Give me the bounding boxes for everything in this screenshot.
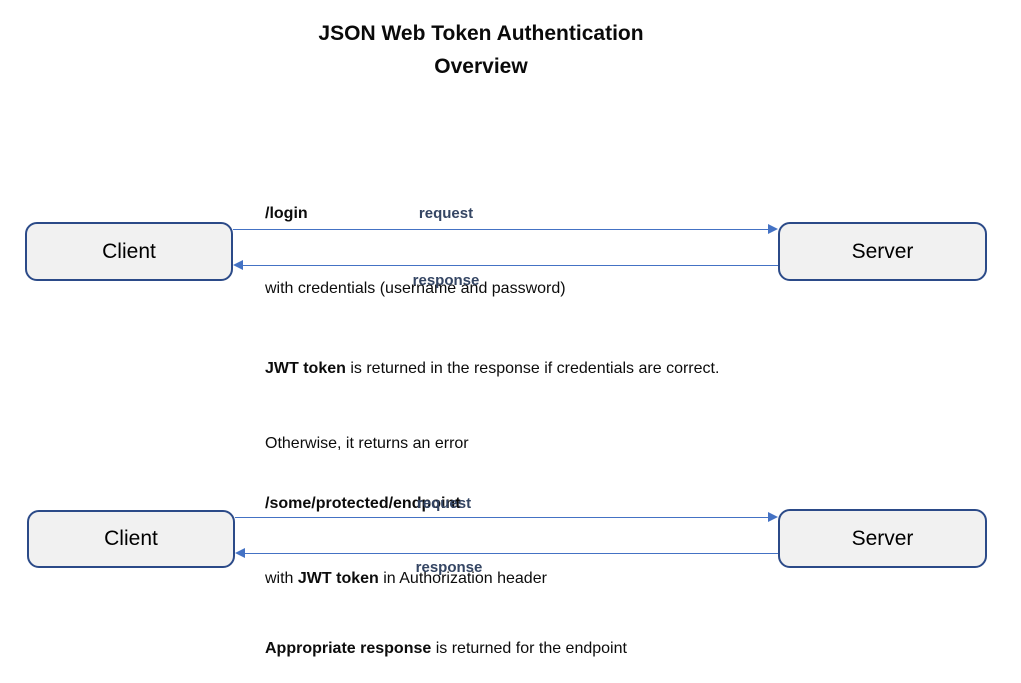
flow2-request-annotation: /some/protected/endpoint with JWT token … [265, 441, 547, 641]
flow2-response-arrow [235, 548, 778, 559]
flow1-response-label: response [412, 272, 480, 289]
flow2-request-label: request [416, 495, 472, 512]
flow1-server-label: Server [851, 239, 914, 263]
flow2-response-note: Appropriate response is returned for the… [265, 586, 627, 683]
flow2-endpoint-label: /some/protected/endpoint [265, 495, 461, 512]
flow1-server-box: Server [778, 222, 987, 281]
title-line-1: JSON Web Token Authentication [318, 22, 644, 45]
flow2-request-detail: with JWT token in Authorization header [265, 566, 547, 591]
flow1-request-arrow-shaft [233, 228, 770, 231]
flow1-request-annotation: /login with credentials (username and pa… [265, 151, 566, 351]
flow2-request-arrow-shaft [235, 516, 770, 519]
flow2-response-arrowhead-icon [235, 548, 245, 558]
flow1-response-arrow [233, 260, 778, 271]
flow1-client-label: Client [102, 239, 156, 263]
flow1-response-note-line1: JWT token is returned in the response if… [265, 356, 719, 381]
flow2-detail-bold: JWT token [297, 570, 379, 587]
flow2-request-arrow [235, 512, 778, 523]
flow2-request-arrowhead-icon [768, 512, 778, 522]
flow1-response-note: JWT token is returned in the response if… [265, 306, 719, 506]
flow1-response-note-line2: Otherwise, it returns an error [265, 435, 469, 452]
flow1-request-arrow [233, 224, 778, 235]
flow2-client-label: Client [104, 527, 158, 550]
flow1-request-arrowhead-icon [768, 224, 778, 234]
flow2-response-note-rest: is returned for the endpoint [431, 640, 627, 657]
title-line-2: Overview [434, 55, 528, 78]
flow2-response-arrow-shaft [243, 552, 778, 555]
flow1-endpoint-label: /login [265, 205, 308, 222]
flow1-client-box: Client [25, 222, 233, 281]
flow1-response-arrowhead-icon [233, 260, 243, 270]
flow2-response-label: response [415, 559, 483, 576]
flow2-response-note-bold: Appropriate response [265, 640, 432, 657]
flow1-request-label: request [418, 205, 474, 222]
flow2-detail-suffix: in Authorization header [378, 570, 547, 587]
flow1-response-arrow-shaft [241, 264, 778, 267]
flow1-response-note-rest: is returned in the response if credentia… [345, 360, 720, 377]
flow2-client-box: Client [27, 510, 235, 568]
flow1-request-detail: with credentials (username and password) [265, 280, 566, 297]
flow2-server-label: Server [851, 526, 914, 550]
flow2-server-box: Server [778, 509, 987, 568]
flow1-response-note-bold: JWT token [265, 360, 346, 377]
flow2-detail-prefix: with [265, 570, 298, 587]
diagram-title: JSON Web Token Authentication Overview [0, 17, 962, 83]
flow2-response-note-line1: Appropriate response is returned for the… [265, 636, 627, 661]
